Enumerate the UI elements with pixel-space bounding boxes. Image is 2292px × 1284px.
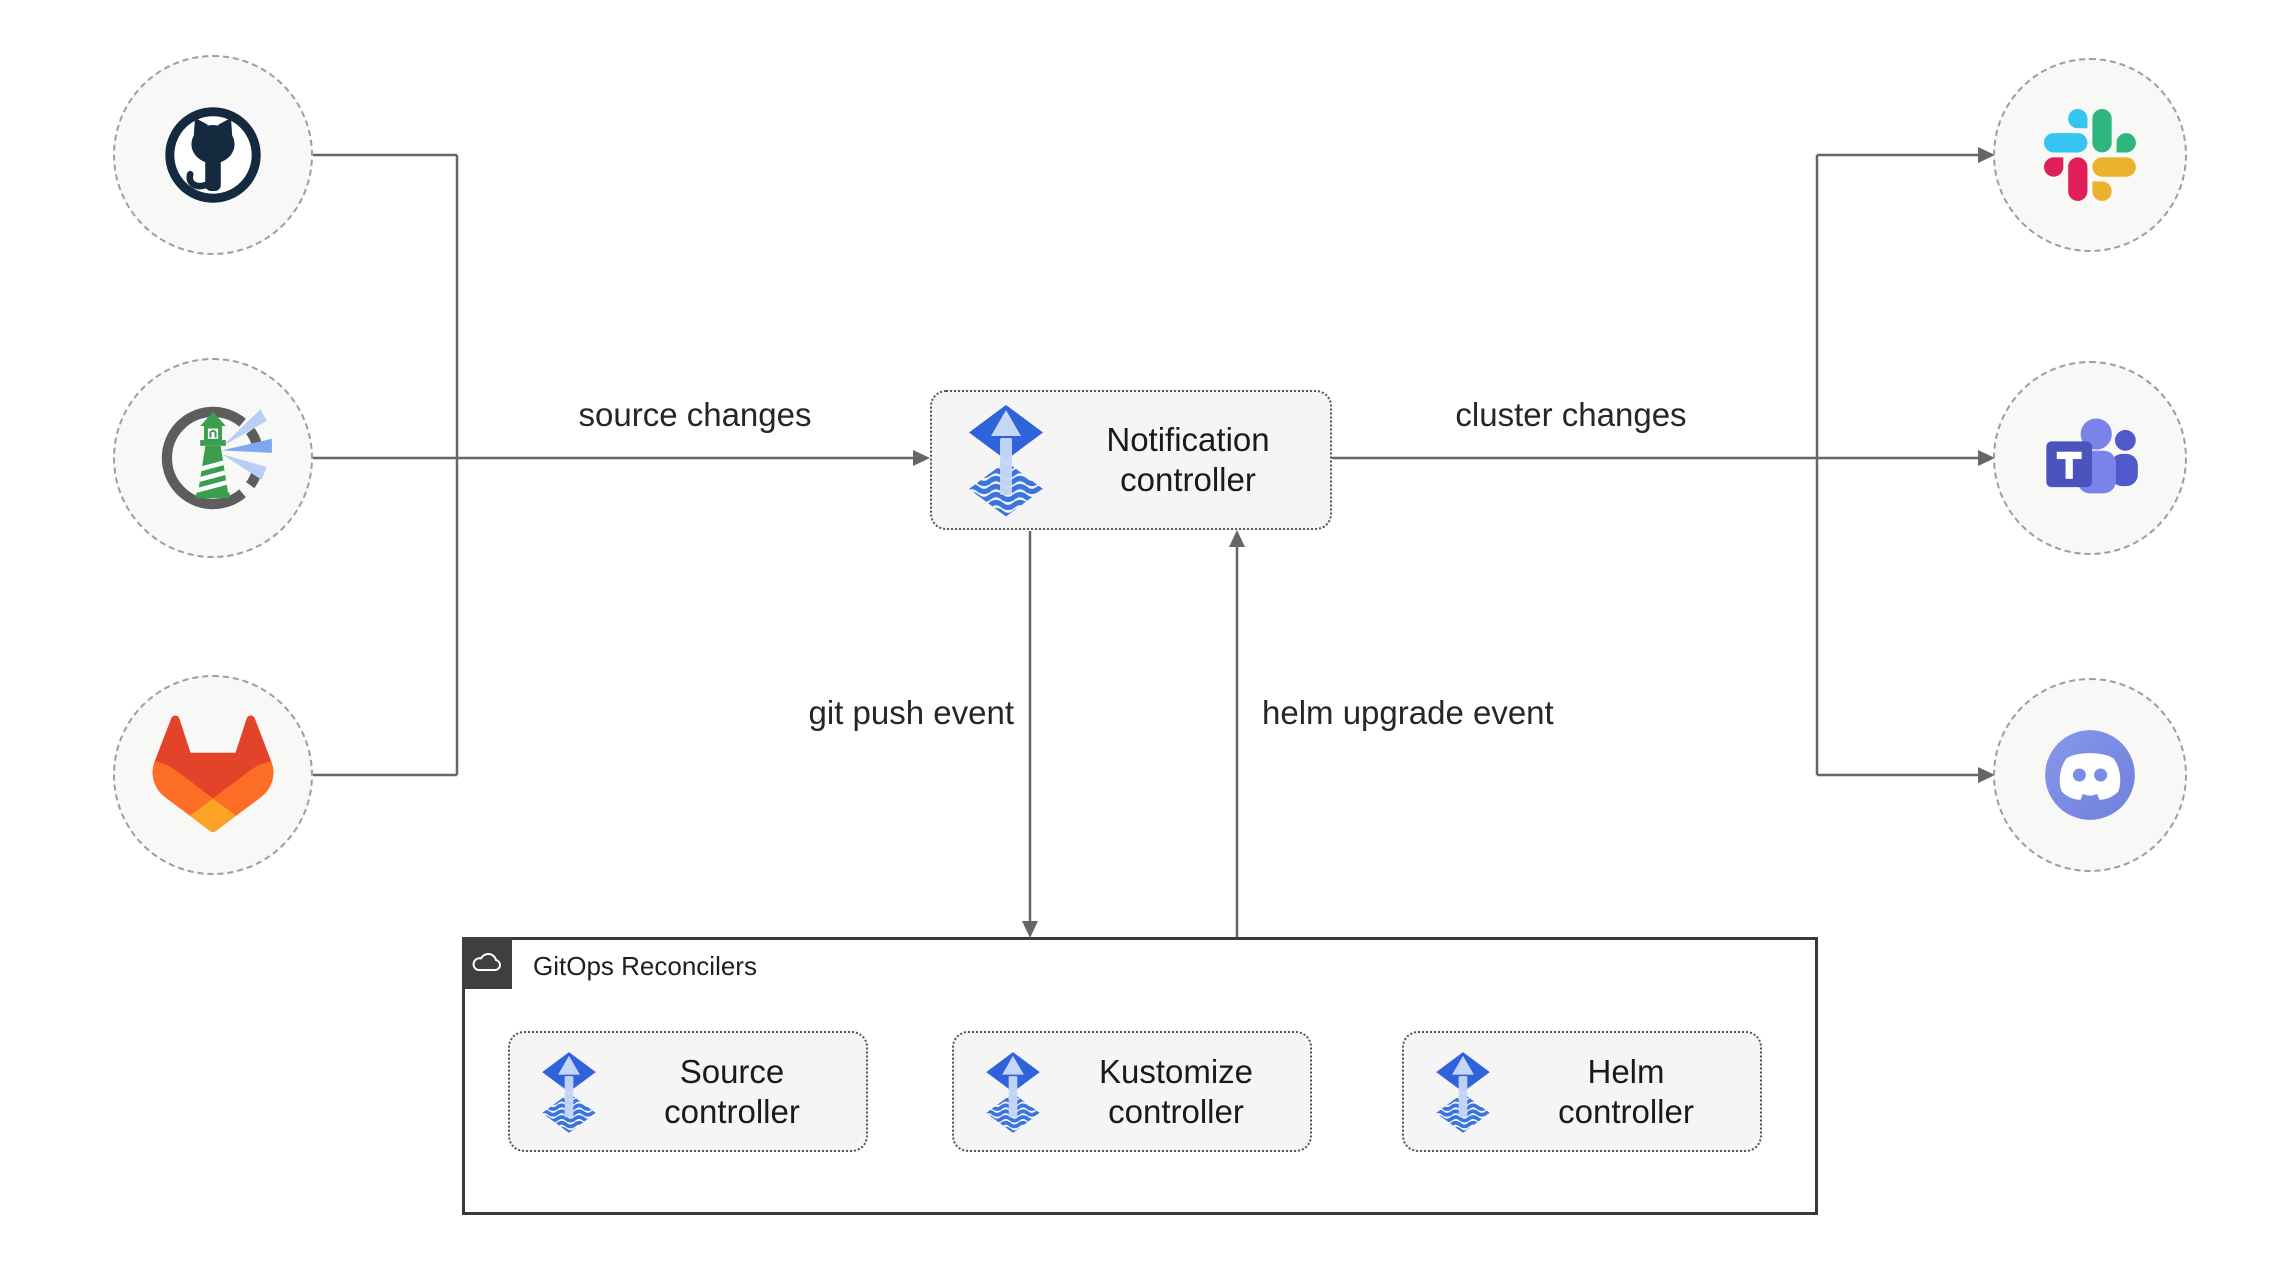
edge-label-git-push-event: git push event xyxy=(808,694,1014,731)
discord-icon xyxy=(2045,730,2135,820)
arrowhead-into-notification xyxy=(913,450,930,466)
source-controller-label: Source controller xyxy=(664,1052,800,1130)
edge-label-helm-upgrade-event: helm upgrade event xyxy=(1262,694,1554,731)
cloud-icon xyxy=(472,952,501,971)
teams-icon xyxy=(2046,418,2138,494)
notification-controller-label: Notification controller xyxy=(1106,421,1270,498)
node-helm-controller: Helm controller xyxy=(1402,1031,1762,1152)
node-source-controller: Source controller xyxy=(508,1031,868,1152)
arrowhead-into-discord xyxy=(1978,767,1995,783)
flux-icon xyxy=(540,1050,598,1134)
arrowhead-helm-upgrade xyxy=(1229,530,1245,547)
group-header xyxy=(462,937,512,989)
flux-icon xyxy=(984,1050,1042,1134)
edge-label-cluster-changes: cluster changes xyxy=(1455,396,1687,433)
slack-icon xyxy=(2044,109,2136,201)
github-icon xyxy=(165,107,261,203)
helm-controller-label: Helm controller xyxy=(1558,1052,1694,1130)
node-gitlab xyxy=(113,675,313,875)
node-notification-controller: Notification controller xyxy=(930,390,1332,530)
flux-icon xyxy=(966,402,1046,518)
node-discord xyxy=(1993,678,2187,872)
node-slack xyxy=(1993,58,2187,252)
node-teams xyxy=(1993,361,2187,555)
harbor-icon xyxy=(161,406,272,510)
arrowhead-into-slack xyxy=(1978,147,1995,163)
node-kustomize-controller: Kustomize controller xyxy=(952,1031,1312,1152)
flux-icon xyxy=(1434,1050,1492,1134)
node-harbor xyxy=(113,358,313,558)
kustomize-controller-label: Kustomize controller xyxy=(1098,1052,1254,1130)
edge-label-source-changes: source changes xyxy=(578,396,812,433)
arrowhead-into-teams xyxy=(1978,450,1995,466)
node-github xyxy=(113,55,313,255)
group-title: GitOps Reconcilers xyxy=(533,951,757,981)
arrowhead-git-push xyxy=(1022,921,1038,938)
gitlab-icon xyxy=(152,715,274,832)
